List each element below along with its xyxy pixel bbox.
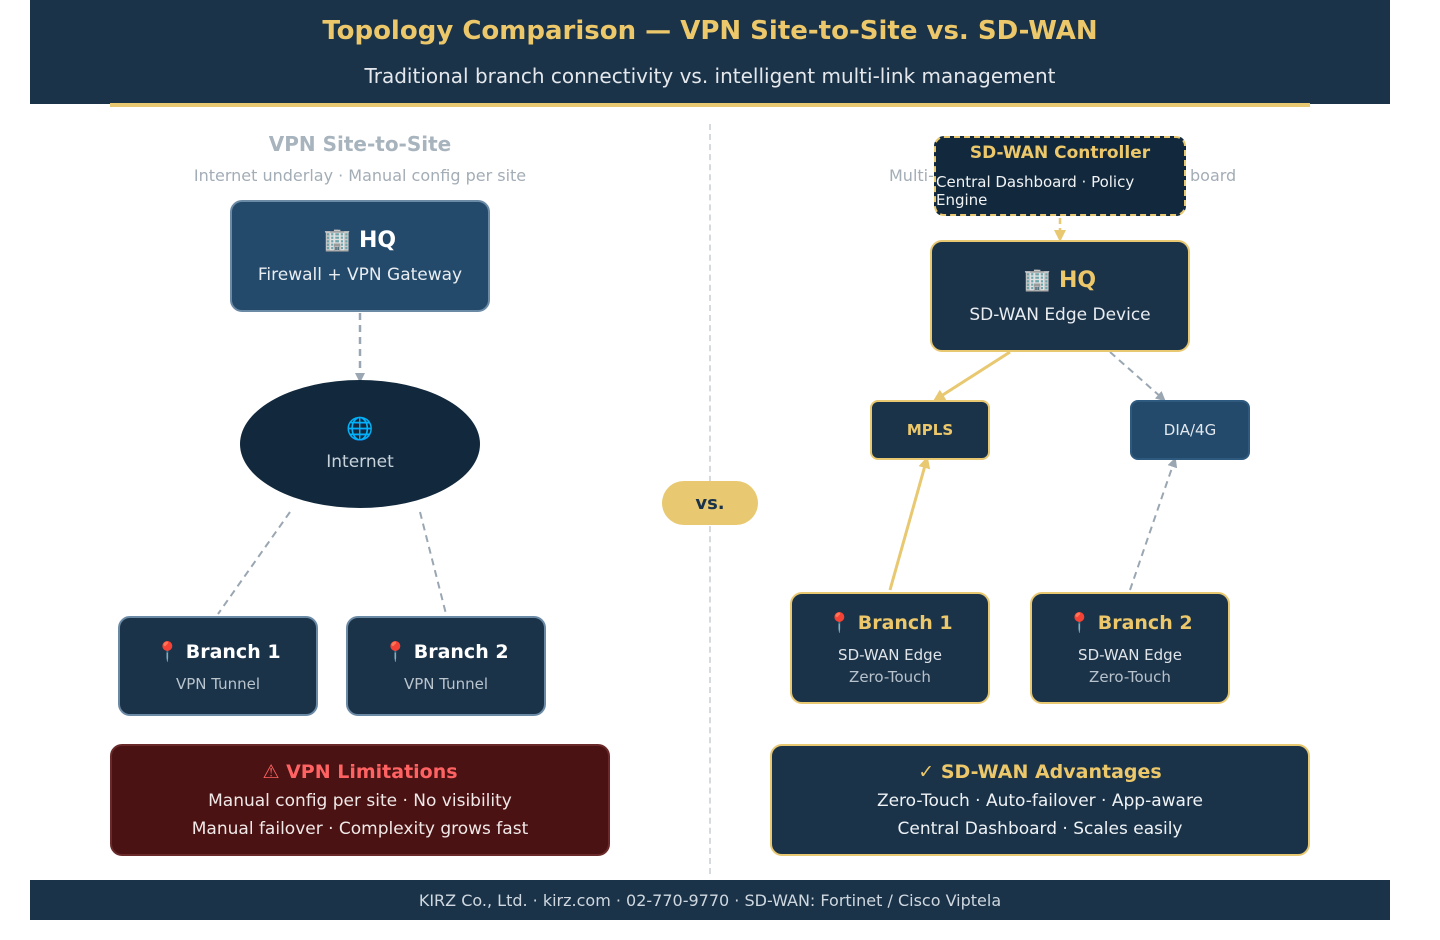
vpn-branch-2-title: 📍 Branch 2 (383, 640, 508, 663)
vpn-limitations-line-1: Manual config per site · No visibility (208, 791, 512, 811)
sdwan-advantages-line-1: Zero-Touch · Auto-failover · App-aware (876, 791, 1204, 811)
building-icon: 🏢 (323, 227, 352, 253)
building-icon: 🏢 (1023, 267, 1052, 293)
vpn-limitations-title: ⚠ VPN Limitations (262, 761, 458, 783)
vpn-branch-1-name: Branch 1 (185, 640, 281, 663)
vpn-section-subtitle: Internet underlay · Manual config per si… (193, 166, 527, 185)
sdwan-branch1-mpls-link (888, 456, 931, 591)
sdwan-subtitle-left-fragment: Multi- (889, 166, 934, 185)
header-accent-line (110, 103, 1310, 107)
vpn-branch-1-title: 📍 Branch 1 (155, 640, 280, 663)
vpn-limitations-box: ⚠ VPN Limitations Manual config per site… (110, 744, 610, 856)
sdwan-hq-name: HQ (1058, 267, 1097, 293)
sdwan-controller-title: SD-WAN Controller (969, 143, 1151, 163)
sdwan-branch-2-node: 📍 Branch 2 SD-WAN Edge Zero-Touch (1030, 592, 1230, 704)
sdwan-branch-2-desc: SD-WAN Edge (1078, 645, 1182, 664)
page-title: Topology Comparison — VPN Site-to-Site v… (322, 16, 1098, 46)
pin-icon: 📍 (827, 611, 852, 634)
vpn-branch-2-node: 📍 Branch 2 VPN Tunnel (346, 616, 546, 716)
sdwan-branch-1-desc2: Zero-Touch (849, 667, 931, 686)
vpn-limitations-line-2: Manual failover · Complexity grows fast (191, 819, 529, 839)
sdwan-branch-1-title: 📍 Branch 1 (827, 611, 952, 634)
internet-cloud-node: 🌐 Internet (240, 380, 480, 508)
vpn-branch-1-node: 📍 Branch 1 VPN Tunnel (118, 616, 318, 716)
globe-icon: 🌐 (346, 416, 374, 442)
dia-4g-link-node: DIA/4G (1130, 400, 1250, 460)
vs-badge: vs. (662, 481, 758, 525)
sdwan-subtitle-right-fragment: board (1190, 166, 1237, 185)
sdwan-controller-node: SD-WAN Controller Central Dashboard · Po… (934, 136, 1186, 216)
internet-label: Internet (326, 451, 394, 472)
pin-icon: 📍 (155, 640, 180, 663)
sdwan-branch2-dia-link (1129, 457, 1178, 591)
vpn-section-title: VPN Site-to-Site (268, 132, 452, 156)
vpn-hq-desc: Firewall + VPN Gateway (257, 264, 463, 285)
sdwan-branch-1-node: 📍 Branch 1 SD-WAN Edge Zero-Touch (790, 592, 990, 704)
sdwan-branch-2-desc2: Zero-Touch (1089, 667, 1171, 686)
sdwan-hq-mpls-link (932, 350, 1011, 402)
vpn-branch-1-desc: VPN Tunnel (175, 674, 261, 693)
pin-icon: 📍 (383, 640, 408, 663)
vpn-branch-2-desc: VPN Tunnel (403, 674, 489, 693)
vpn-internet-branch1-link (217, 511, 291, 615)
vpn-hq-title: 🏢 HQ (324, 228, 396, 253)
sdwan-advantages-line-2: Central Dashboard · Scales easily (897, 819, 1183, 839)
sdwan-hq-desc: SD-WAN Edge Device (969, 304, 1151, 325)
sdwan-hq-node: 🏢 HQ SD-WAN Edge Device (930, 240, 1190, 352)
sdwan-controller-desc: Central Dashboard · Policy Engine (936, 173, 1135, 209)
sdwan-hq-title: 🏢 HQ (1024, 268, 1096, 293)
pin-icon: 📍 (1067, 611, 1092, 634)
sdwan-branch-2-title: 📍 Branch 2 (1067, 611, 1192, 634)
vpn-internet-branch2-link (419, 511, 447, 615)
page-subtitle: Traditional branch connectivity vs. inte… (364, 64, 1056, 88)
header-bar (30, 0, 1390, 104)
vpn-hq-name: HQ (358, 227, 397, 253)
footer-bar: KIRZ Co., Ltd. · kirz.com · 02-770-9770 … (30, 880, 1390, 920)
sdwan-advantages-title: ✓ SD-WAN Advantages (918, 761, 1162, 783)
mpls-link-node: MPLS (870, 400, 990, 460)
sdwan-branch-1-desc: SD-WAN Edge (838, 645, 942, 664)
vpn-branch-2-name: Branch 2 (413, 640, 509, 663)
sdwan-advantages-box: ✓ SD-WAN Advantages Zero-Touch · Auto-fa… (770, 744, 1310, 856)
sdwan-hq-dia-link (1109, 351, 1166, 402)
vpn-hq-node: 🏢 HQ Firewall + VPN Gateway (230, 200, 490, 312)
sdwan-branch-2-name: Branch 2 (1097, 611, 1193, 634)
sdwan-branch-1-name: Branch 1 (857, 611, 953, 634)
